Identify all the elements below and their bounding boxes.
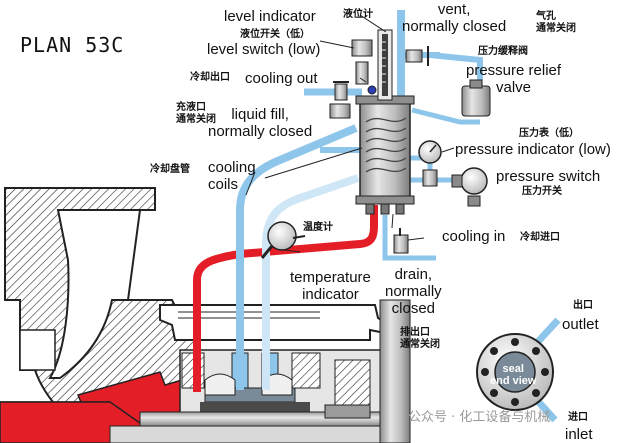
label-pressure-switch: pressure switch — [496, 168, 601, 185]
leader-lines — [245, 14, 455, 253]
piping — [193, 10, 483, 392]
label-vent-cn: 气孔 通常关闭 — [536, 11, 576, 34]
label-outlet-cn: 出口 — [573, 300, 593, 311]
label-drain-cn: 排出口 通常关闭 — [400, 327, 440, 350]
reservoir — [351, 29, 415, 215]
label-temperature-cn: 温度计 — [303, 222, 333, 233]
label-level-switch-cn: 液位开关（低） — [240, 29, 310, 40]
label-pressure-indicator: pressure indicator (low) — [455, 141, 611, 158]
watermark: 公众号 · 化工设备与机械 — [408, 410, 551, 425]
label-liquid-fill: liquid fill, normally closed — [208, 106, 313, 140]
label-liquid-fill-cn: 充液口 通常关闭 — [176, 102, 216, 125]
label-cooling-coils: cooling coils — [208, 159, 256, 193]
label-seal-end-view: seal end view — [490, 363, 537, 387]
valves — [260, 46, 491, 259]
label-pressure-switch-cn: 压力开关 — [522, 186, 562, 197]
label-cooling-out: cooling out — [245, 70, 318, 87]
label-cooling-out-cn: 冷却出口 — [190, 72, 230, 83]
label-inlet-cn: 进口 — [568, 412, 588, 423]
diagram-title: PLAN 53C — [20, 33, 125, 57]
pump-casing — [0, 187, 196, 443]
label-level-switch: level switch (low) — [207, 41, 321, 58]
label-cooling-in: cooling in — [442, 228, 506, 245]
label-level-indicator-cn: 液位计 — [343, 9, 373, 20]
label-relief-cn: 压力缓释阀 — [478, 46, 528, 57]
label-drain: drain, normally closed — [385, 266, 442, 317]
label-temperature-indicator: temperature indicator — [290, 269, 371, 303]
label-cooling-coils-cn: 冷却盘管 — [150, 164, 190, 175]
label-cooling-in-cn: 冷却进口 — [520, 232, 560, 243]
label-vent: vent, normally closed — [402, 1, 507, 35]
label-level-indicator: level indicator — [224, 8, 316, 25]
label-pressure-indicator-cn: 压力表（低） — [519, 128, 579, 139]
label-relief: pressure relief valve — [466, 62, 562, 96]
label-outlet: outlet — [562, 316, 599, 333]
seal-end-view — [476, 317, 561, 423]
label-inlet: inlet — [565, 426, 593, 443]
